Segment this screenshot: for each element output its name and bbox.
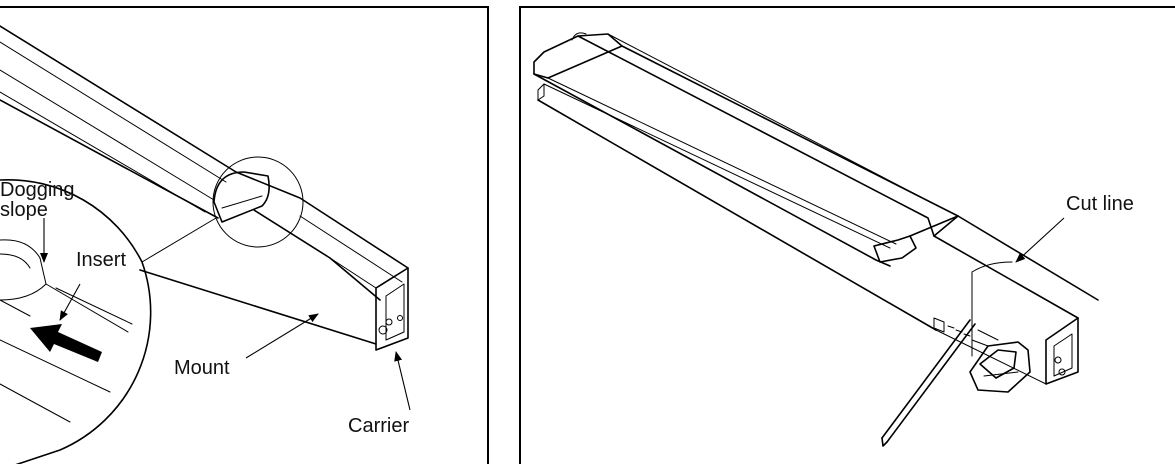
- cut-line-leader: [1015, 217, 1065, 263]
- insert-leader: [59, 283, 81, 321]
- insert-label: Insert: [76, 249, 126, 271]
- right-diagram-drawing: Cut line: [519, 6, 1175, 464]
- right-diagram-panel: Cut line: [518, 0, 1175, 464]
- dogging-label-line1: Dogging: [0, 179, 75, 201]
- pencil-icon: [881, 319, 976, 447]
- exit-device-bar-right: [533, 32, 1099, 385]
- tape-measure-icon: [969, 329, 1031, 393]
- dogging-label-line2: slope: [0, 199, 48, 221]
- mount-leader: [245, 313, 319, 359]
- carrier-label: Carrier: [348, 415, 409, 437]
- insert-direction-arrow-icon: [30, 324, 102, 362]
- carrier-leader: [394, 351, 411, 411]
- left-frame: [0, 6, 489, 464]
- mount-label: Mount: [174, 357, 230, 379]
- magnified-detail: [0, 178, 152, 464]
- left-diagram-panel: Dogging slope Insert Mount Carrier: [0, 0, 500, 464]
- right-frame: [519, 6, 1175, 464]
- cut-line-label: Cut line: [1066, 193, 1134, 215]
- exit-device-bar-left: [0, 25, 409, 351]
- zoom-link-line: [141, 217, 217, 263]
- left-diagram-drawing: Dogging slope Insert Mount Carrier: [0, 6, 489, 464]
- zoom-source-circle: [212, 156, 304, 248]
